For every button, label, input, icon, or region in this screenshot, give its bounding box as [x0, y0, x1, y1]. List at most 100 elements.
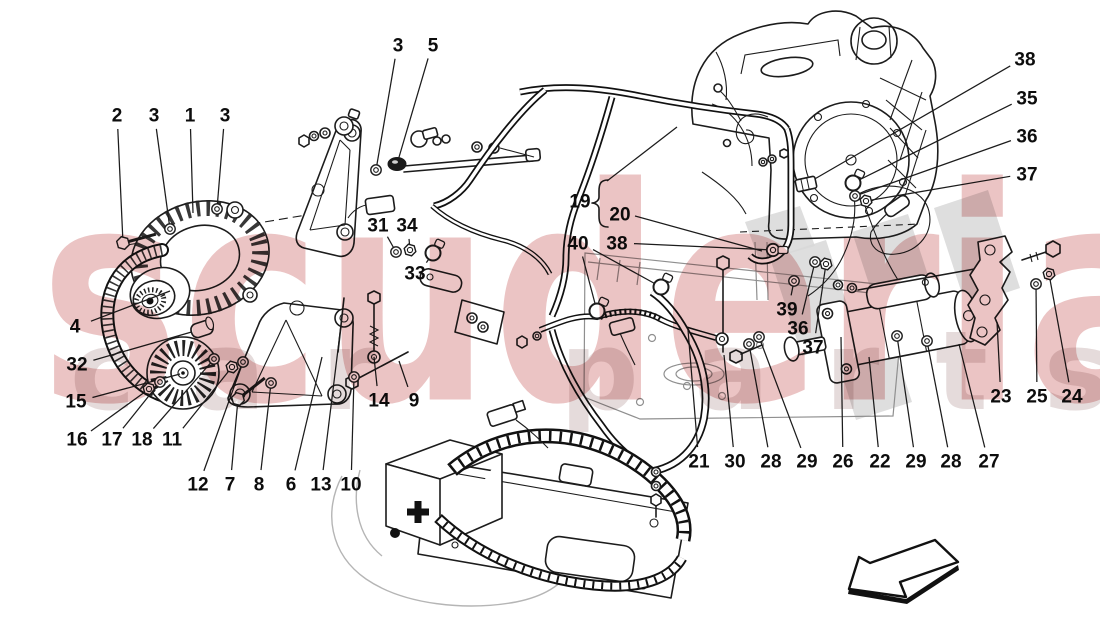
- connector: [364, 194, 396, 216]
- washer-part: [208, 353, 220, 365]
- washer-part: [211, 203, 223, 215]
- washer-hole: [756, 334, 762, 340]
- harness-right-drop: [548, 96, 652, 474]
- part-label: 3: [393, 36, 404, 57]
- part-label: 38: [1014, 50, 1035, 71]
- bolt-23-head: [1045, 240, 1061, 258]
- nut-part: [819, 257, 833, 271]
- part-label: 16: [66, 430, 87, 451]
- part-label: 40: [567, 234, 588, 255]
- part-label: 39: [776, 300, 797, 321]
- washer-hole: [1033, 281, 1039, 287]
- part-label: 29: [796, 452, 817, 473]
- part-label: 24: [1061, 387, 1083, 408]
- block-pigtail: [713, 83, 789, 167]
- leader-line: [216, 128, 225, 210]
- washer-hole: [373, 167, 379, 173]
- part-label: 36: [787, 319, 808, 340]
- eyelet-hole: [769, 246, 777, 254]
- leader-line: [294, 356, 323, 471]
- part-label: 22: [869, 452, 890, 473]
- leader-line: [633, 243, 774, 251]
- oil-sump: [583, 241, 906, 420]
- harness-left-drop: [347, 87, 553, 276]
- starter-pinion: [783, 336, 800, 362]
- leader-line: [801, 261, 816, 315]
- nut-hole: [228, 363, 236, 371]
- eyelet-terminal: [765, 242, 781, 258]
- roller-bracket: [419, 268, 542, 349]
- leader-line: [182, 366, 233, 429]
- leader-line: [93, 328, 203, 361]
- leader-line: [687, 329, 699, 448]
- part-label: 26: [832, 452, 853, 473]
- part-label: 13: [310, 475, 331, 496]
- leader-line: [350, 376, 355, 471]
- washer-hole: [894, 333, 900, 339]
- part-label: 9: [409, 391, 420, 412]
- connector-plug: [558, 463, 594, 487]
- leader-line: [122, 381, 161, 429]
- part-label: 3: [220, 106, 231, 127]
- part-label: 10: [340, 475, 361, 496]
- alternator: [129, 199, 270, 320]
- part-label: 18: [131, 430, 152, 451]
- engine-mount-outline: [331, 469, 573, 607]
- sensor-wire-loop: [807, 185, 931, 297]
- part-label: 25: [1026, 387, 1048, 408]
- washer-part: [849, 190, 861, 202]
- leader-line: [203, 361, 244, 472]
- direction-arrow: [847, 538, 960, 604]
- part-label: 6: [286, 475, 297, 496]
- part-label: 17: [101, 430, 122, 451]
- clamp-tab: [854, 168, 866, 179]
- leader-line: [815, 263, 827, 334]
- part-label: 31: [367, 216, 389, 237]
- leader-line: [758, 336, 802, 449]
- starter-bracket: [967, 235, 1061, 346]
- part-label: 29: [905, 452, 926, 473]
- part-label: 11: [162, 430, 183, 451]
- washer-hole: [924, 338, 930, 344]
- washer-hole: [852, 193, 858, 199]
- part-label: 37: [1016, 165, 1037, 186]
- leader-line: [396, 58, 429, 165]
- part-label: 28: [940, 452, 961, 473]
- leader-line: [896, 335, 915, 448]
- washer-hole: [240, 359, 246, 365]
- leader-line: [152, 358, 215, 430]
- lifting-lug: [850, 17, 898, 65]
- leader-line: [375, 58, 396, 171]
- washer-hole: [393, 249, 399, 255]
- leader-line: [581, 256, 598, 312]
- leader-line: [398, 360, 409, 388]
- washer-part: [921, 335, 933, 347]
- part-label: 38: [606, 234, 627, 255]
- washer-hole: [746, 341, 752, 347]
- eyelet-tab: [777, 245, 789, 255]
- nut-part: [403, 243, 417, 257]
- part-label: 23: [990, 387, 1011, 408]
- nut-hole: [145, 385, 153, 393]
- washer-hole: [812, 259, 818, 265]
- rod-end-fitting: [524, 147, 542, 163]
- nut-part: [225, 360, 239, 374]
- bushing-highlight: [392, 160, 398, 164]
- nut-part: [1042, 267, 1056, 281]
- part-label: 32: [66, 355, 87, 376]
- cable-clamp: [424, 244, 442, 262]
- connector-plug: [608, 316, 636, 336]
- nut-hole: [1045, 270, 1053, 278]
- part-label: 36: [1016, 127, 1037, 148]
- leader-line: [854, 140, 1012, 197]
- clamp-tab: [598, 296, 610, 307]
- leader-line: [155, 128, 171, 230]
- part-label: 33: [404, 264, 425, 285]
- part-label: 30: [724, 452, 745, 473]
- leader-line: [373, 356, 378, 387]
- wiring-harness: [347, 83, 931, 476]
- leader-line: [868, 356, 879, 448]
- washer-part: [265, 377, 277, 389]
